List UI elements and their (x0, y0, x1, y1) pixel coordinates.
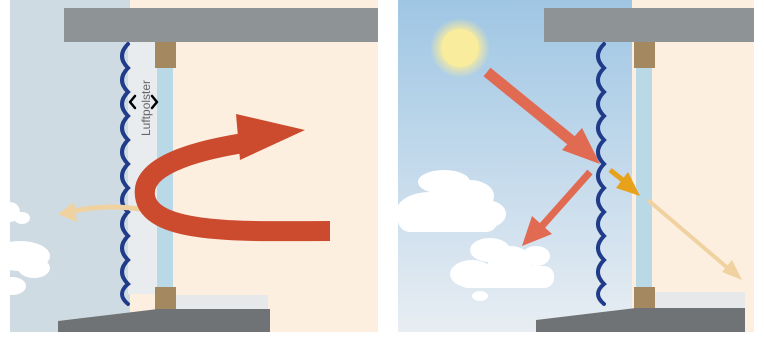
window-glass (157, 66, 173, 290)
reflected-ray-arrow (522, 169, 593, 246)
window-sill (655, 292, 745, 310)
ceiling (544, 8, 754, 42)
sun-ray-arrow (483, 67, 600, 164)
floor-slab (58, 309, 270, 338)
cloud-icon (0, 202, 50, 295)
curtain (120, 42, 131, 306)
floor-slab (536, 308, 745, 338)
double-chevron-icon (128, 94, 159, 110)
cloud-icon (450, 238, 554, 301)
outdoor-area (10, 0, 130, 338)
panel-heat-retention: Luftpolster (0, 0, 378, 338)
cloud-icon (396, 170, 506, 232)
ceiling (64, 8, 378, 42)
indoor-ray-arrow (646, 198, 742, 280)
heat-reflection-arrow (134, 114, 331, 242)
window-frame-bottom (155, 287, 176, 312)
window-frame-bottom (634, 287, 655, 312)
window-glass (636, 66, 652, 290)
panel-sun-reflection (382, 0, 764, 338)
transmitted-ray-arrow (608, 168, 640, 196)
curtain (596, 42, 607, 306)
window-frame-top (634, 42, 655, 68)
sun-icon (430, 18, 490, 78)
air-cushion-label: Luftpolster (139, 80, 153, 136)
window-sill (176, 295, 268, 313)
window-frame-top (155, 42, 176, 68)
